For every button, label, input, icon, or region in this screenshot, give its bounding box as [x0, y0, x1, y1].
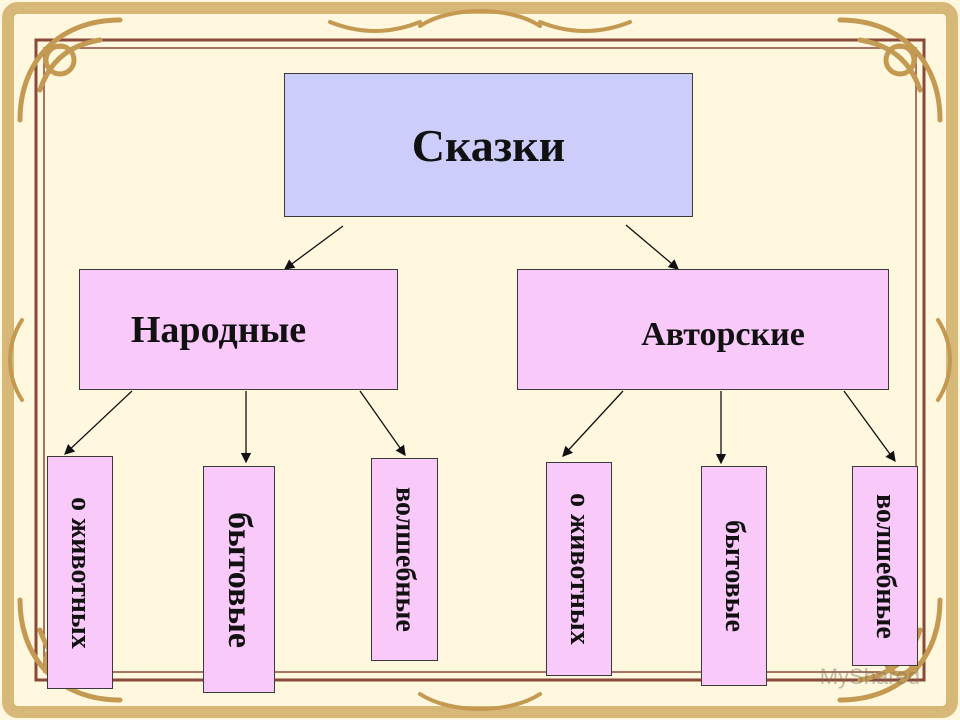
branch-node-label: Авторские — [641, 316, 805, 353]
leaf-node-label: волшебные — [870, 493, 901, 639]
corner-ornament-top-left — [17, 17, 123, 123]
arrow-root-to-authored — [625, 224, 679, 270]
leaf-node-folk-magic: волшебные — [371, 458, 438, 661]
corner-ornament-top-right — [837, 17, 943, 123]
watermark: MyShared — [819, 664, 920, 689]
bottom-center-ornament — [418, 692, 542, 711]
arrow-folk-to-magic — [359, 390, 406, 457]
right-center-ornament — [936, 318, 952, 402]
top-center-ornament — [418, 9, 542, 28]
left-center-ornament — [8, 318, 24, 402]
leaf-node-label: бытовые — [719, 520, 750, 632]
arrow-authored-to-animals — [562, 390, 624, 457]
branch-node-authored: Авторские — [517, 269, 889, 390]
branch-node-folk: Народные — [79, 269, 398, 390]
leaf-node-label: волшебные — [389, 487, 421, 632]
leaf-node-label: бытовые — [221, 511, 258, 648]
branch-node-label: Народные — [130, 308, 307, 351]
leaf-node-label: о животных — [564, 493, 595, 645]
arrow-folk-to-animals — [64, 390, 133, 455]
leaf-node-authored-magic: волшебные — [852, 466, 918, 666]
arrow-authored-to-magic — [843, 390, 896, 463]
root-node: Сказки — [284, 73, 693, 217]
leaf-node-label: о животных — [65, 496, 96, 649]
leaf-node-folk-everyday: бытовые — [203, 466, 275, 693]
leaf-node-authored-animals: о животных — [546, 462, 612, 676]
root-node-label: Сказки — [411, 119, 566, 171]
leaf-node-authored-everyday: бытовые — [701, 466, 767, 686]
arrow-root-to-folk — [283, 225, 344, 270]
leaf-node-folk-animals: о животных — [47, 456, 113, 689]
